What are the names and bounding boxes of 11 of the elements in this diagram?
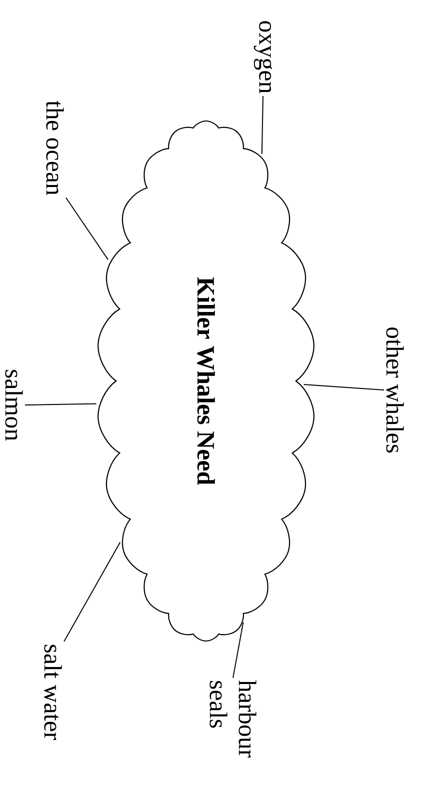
leader-line <box>64 542 121 642</box>
label-text: harbour seals <box>210 680 256 758</box>
label-text: the ocean <box>46 100 64 196</box>
leader-line <box>261 96 264 154</box>
leader-line <box>24 403 97 406</box>
label-text: other whales <box>386 327 404 453</box>
label-text: salmon <box>5 370 23 441</box>
label-text: salt water <box>44 644 62 740</box>
leader-line <box>66 197 108 260</box>
label-text: oxygen <box>254 21 272 94</box>
leader-line <box>232 622 244 678</box>
